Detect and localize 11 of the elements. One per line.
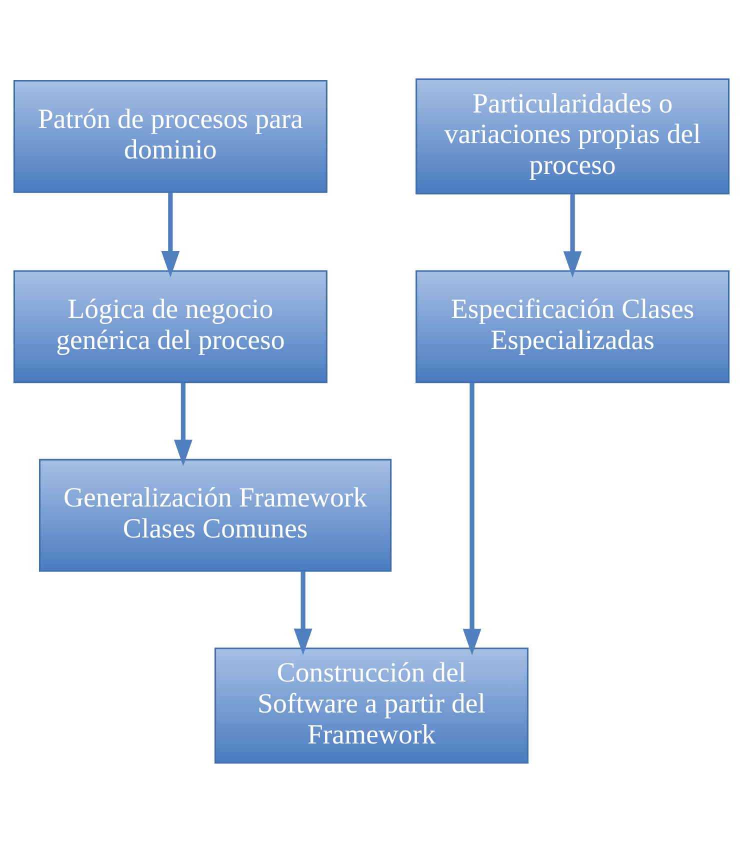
node-box: Especificación Clases Especializadas [416, 270, 730, 383]
arrow [174, 382, 192, 466]
node-box: Construcción del Software a partir del Framework [214, 647, 528, 764]
arrow [161, 192, 180, 277]
arrow [294, 570, 312, 654]
arrow [462, 382, 482, 655]
node-box: Patrón de procesos para dominio [13, 79, 328, 192]
node-box: Lógica de negocio genérica del proceso [13, 270, 328, 383]
node-box: Generalización Framework Clases Comunes [38, 458, 392, 572]
arrow [563, 194, 582, 278]
node-box: Particularidades o variaciones propias del proceso [416, 78, 730, 194]
